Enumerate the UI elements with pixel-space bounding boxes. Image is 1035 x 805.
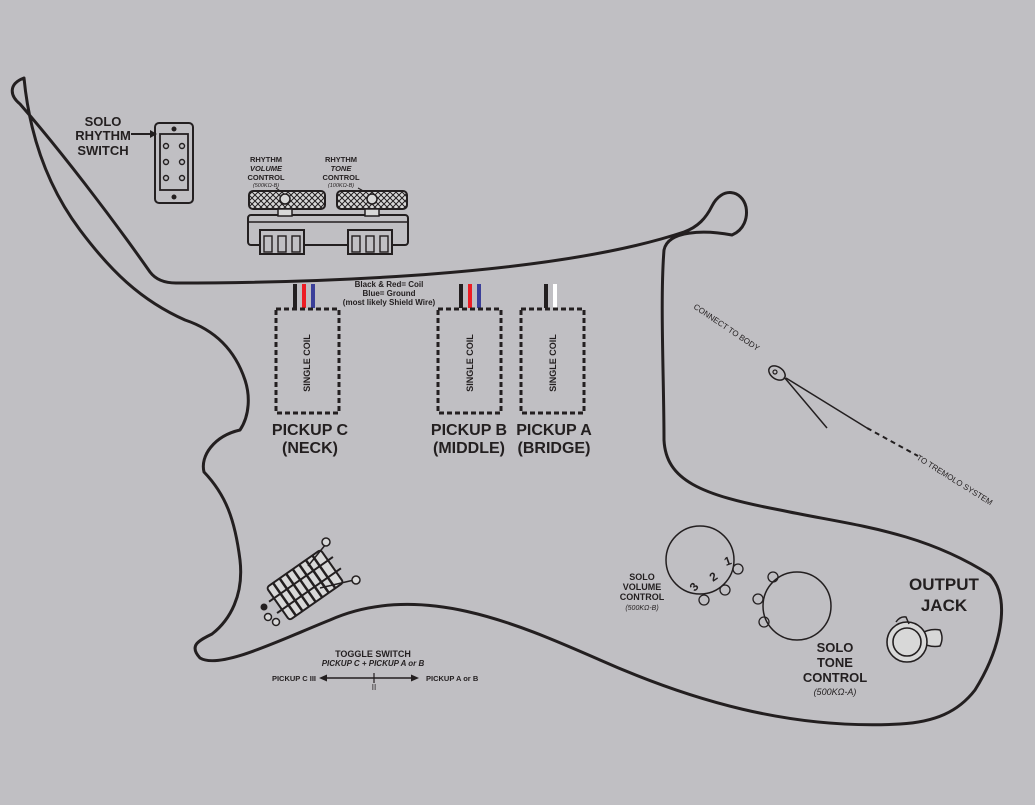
rhythm-volume-label-1: RHYTHM (250, 155, 282, 164)
output-jack-label-1: OUTPUT (909, 575, 980, 594)
ground-wire-1 (783, 376, 828, 429)
pickup-c-wire-black (293, 284, 297, 308)
pickguard-outline (10, 76, 1003, 727)
rhythm-tone-label-3: CONTROL (322, 173, 359, 182)
pickup-a-wire-black (544, 284, 548, 308)
solo-tone-value: (500KΩ-A) (814, 687, 857, 697)
toggle-terminal-4 (263, 612, 273, 622)
toggle-axis-arrow-left (319, 674, 327, 682)
solo-volume-pot (665, 525, 735, 595)
solo-volume-value: (500KΩ-B) (625, 605, 658, 612)
pickup-b-outline (436, 307, 503, 415)
toggle-middle-label: II (372, 683, 376, 692)
pickup-a-outline (519, 307, 586, 415)
solo-tone-pot (762, 571, 832, 641)
rhythm-tone-label-2: TONE (331, 164, 353, 173)
connect-to-body-label: CONNECT TO BODY (692, 302, 762, 353)
solo-rhythm-switch (154, 122, 194, 204)
solo-volume-label-1: SOLO (629, 572, 655, 582)
output-jack-lug (895, 616, 910, 625)
switch-label-3: SWITCH (77, 143, 128, 158)
rhythm-tone-value: (100KΩ-B) (328, 183, 354, 189)
toggle-title: TOGGLE SWITCH (335, 649, 411, 659)
solo-tone-lug-1 (767, 571, 779, 583)
solo-tone-label-3: CONTROL (803, 670, 867, 685)
toggle-terminal-3 (260, 603, 268, 611)
pickup-b-wire-black (459, 284, 463, 308)
pickup-c-coil-label: SINGLE COIL (302, 334, 312, 392)
toggle-terminal-5 (271, 617, 281, 627)
tremolo-wire-dashed (866, 427, 919, 457)
toggle-lever-2 (319, 579, 355, 589)
pickup-c-name: PICKUP C (272, 422, 349, 439)
wire-note-3: (most likely Shield Wire) (343, 298, 436, 307)
switch-arrow-head (150, 130, 157, 138)
rhythm-pots-assembly (247, 190, 409, 255)
solo-volume-lug-1-number: 1 (722, 553, 733, 569)
solo-tone-lug-2 (752, 593, 764, 605)
solo-volume-lug-2 (719, 584, 731, 596)
output-jack-nut (892, 627, 922, 657)
rhythm-volume-label-2: VOLUME (250, 164, 283, 173)
output-jack-label-2: JACK (921, 596, 968, 615)
solo-volume-lug-2-number: 2 (707, 569, 721, 584)
toggle-axis-arrow-right (411, 674, 419, 682)
solo-tone-lug-3 (758, 616, 770, 628)
pickup-c-wire-red (302, 284, 306, 308)
ground-lug-hole (772, 369, 778, 375)
pickup-a-wire-white (553, 284, 557, 308)
switch-label-1: SOLO (85, 114, 122, 129)
pickup-a-position: (BRIDGE) (518, 440, 591, 457)
toggle-terminal-2 (351, 575, 361, 585)
solo-tone-label-2: TONE (817, 655, 853, 670)
to-tremolo-label: TO TREMOLO SYSTEM (915, 453, 994, 507)
pickup-b-position: (MIDDLE) (433, 440, 505, 457)
rhythm-volume-value: (500KΩ-B) (253, 183, 279, 189)
solo-volume-label-3: CONTROL (620, 592, 665, 602)
rhythm-volume-label-3: CONTROL (247, 173, 284, 182)
rhythm-tone-label-1: RHYTHM (325, 155, 357, 164)
toggle-right-label: PICKUP A or B (426, 674, 479, 683)
pickup-b-name: PICKUP B (431, 422, 507, 439)
solo-volume-label-2: VOLUME (623, 582, 662, 592)
pickup-b-wire-red (468, 284, 472, 308)
toggle-left-label: PICKUP C III (272, 674, 316, 683)
toggle-switch (266, 549, 344, 621)
wire-note-2: Blue= Ground (362, 289, 415, 298)
pickup-b-wire-blue (477, 284, 481, 308)
solo-volume-lug-1 (732, 563, 744, 575)
pickup-b-coil-label: SINGLE COIL (465, 334, 475, 392)
toggle-lever-1 (307, 543, 327, 567)
solo-tone-label-1: SOLO (817, 640, 854, 655)
solo-volume-lug-3 (698, 594, 710, 606)
toggle-terminal-1 (321, 537, 331, 547)
pickup-c-position: (NECK) (282, 440, 338, 457)
switch-label-2: RHYTHM (75, 128, 131, 143)
pickup-a-coil-label: SINGLE COIL (548, 334, 558, 392)
wire-note-1: Black & Red= Coil (355, 280, 424, 289)
ground-wire-2 (785, 377, 868, 429)
pickup-a-name: PICKUP A (516, 422, 592, 439)
toggle-subtitle: PICKUP C + PICKUP A or B (322, 659, 425, 668)
pickup-c-wire-blue (311, 284, 315, 308)
pickup-c-outline (274, 307, 341, 415)
